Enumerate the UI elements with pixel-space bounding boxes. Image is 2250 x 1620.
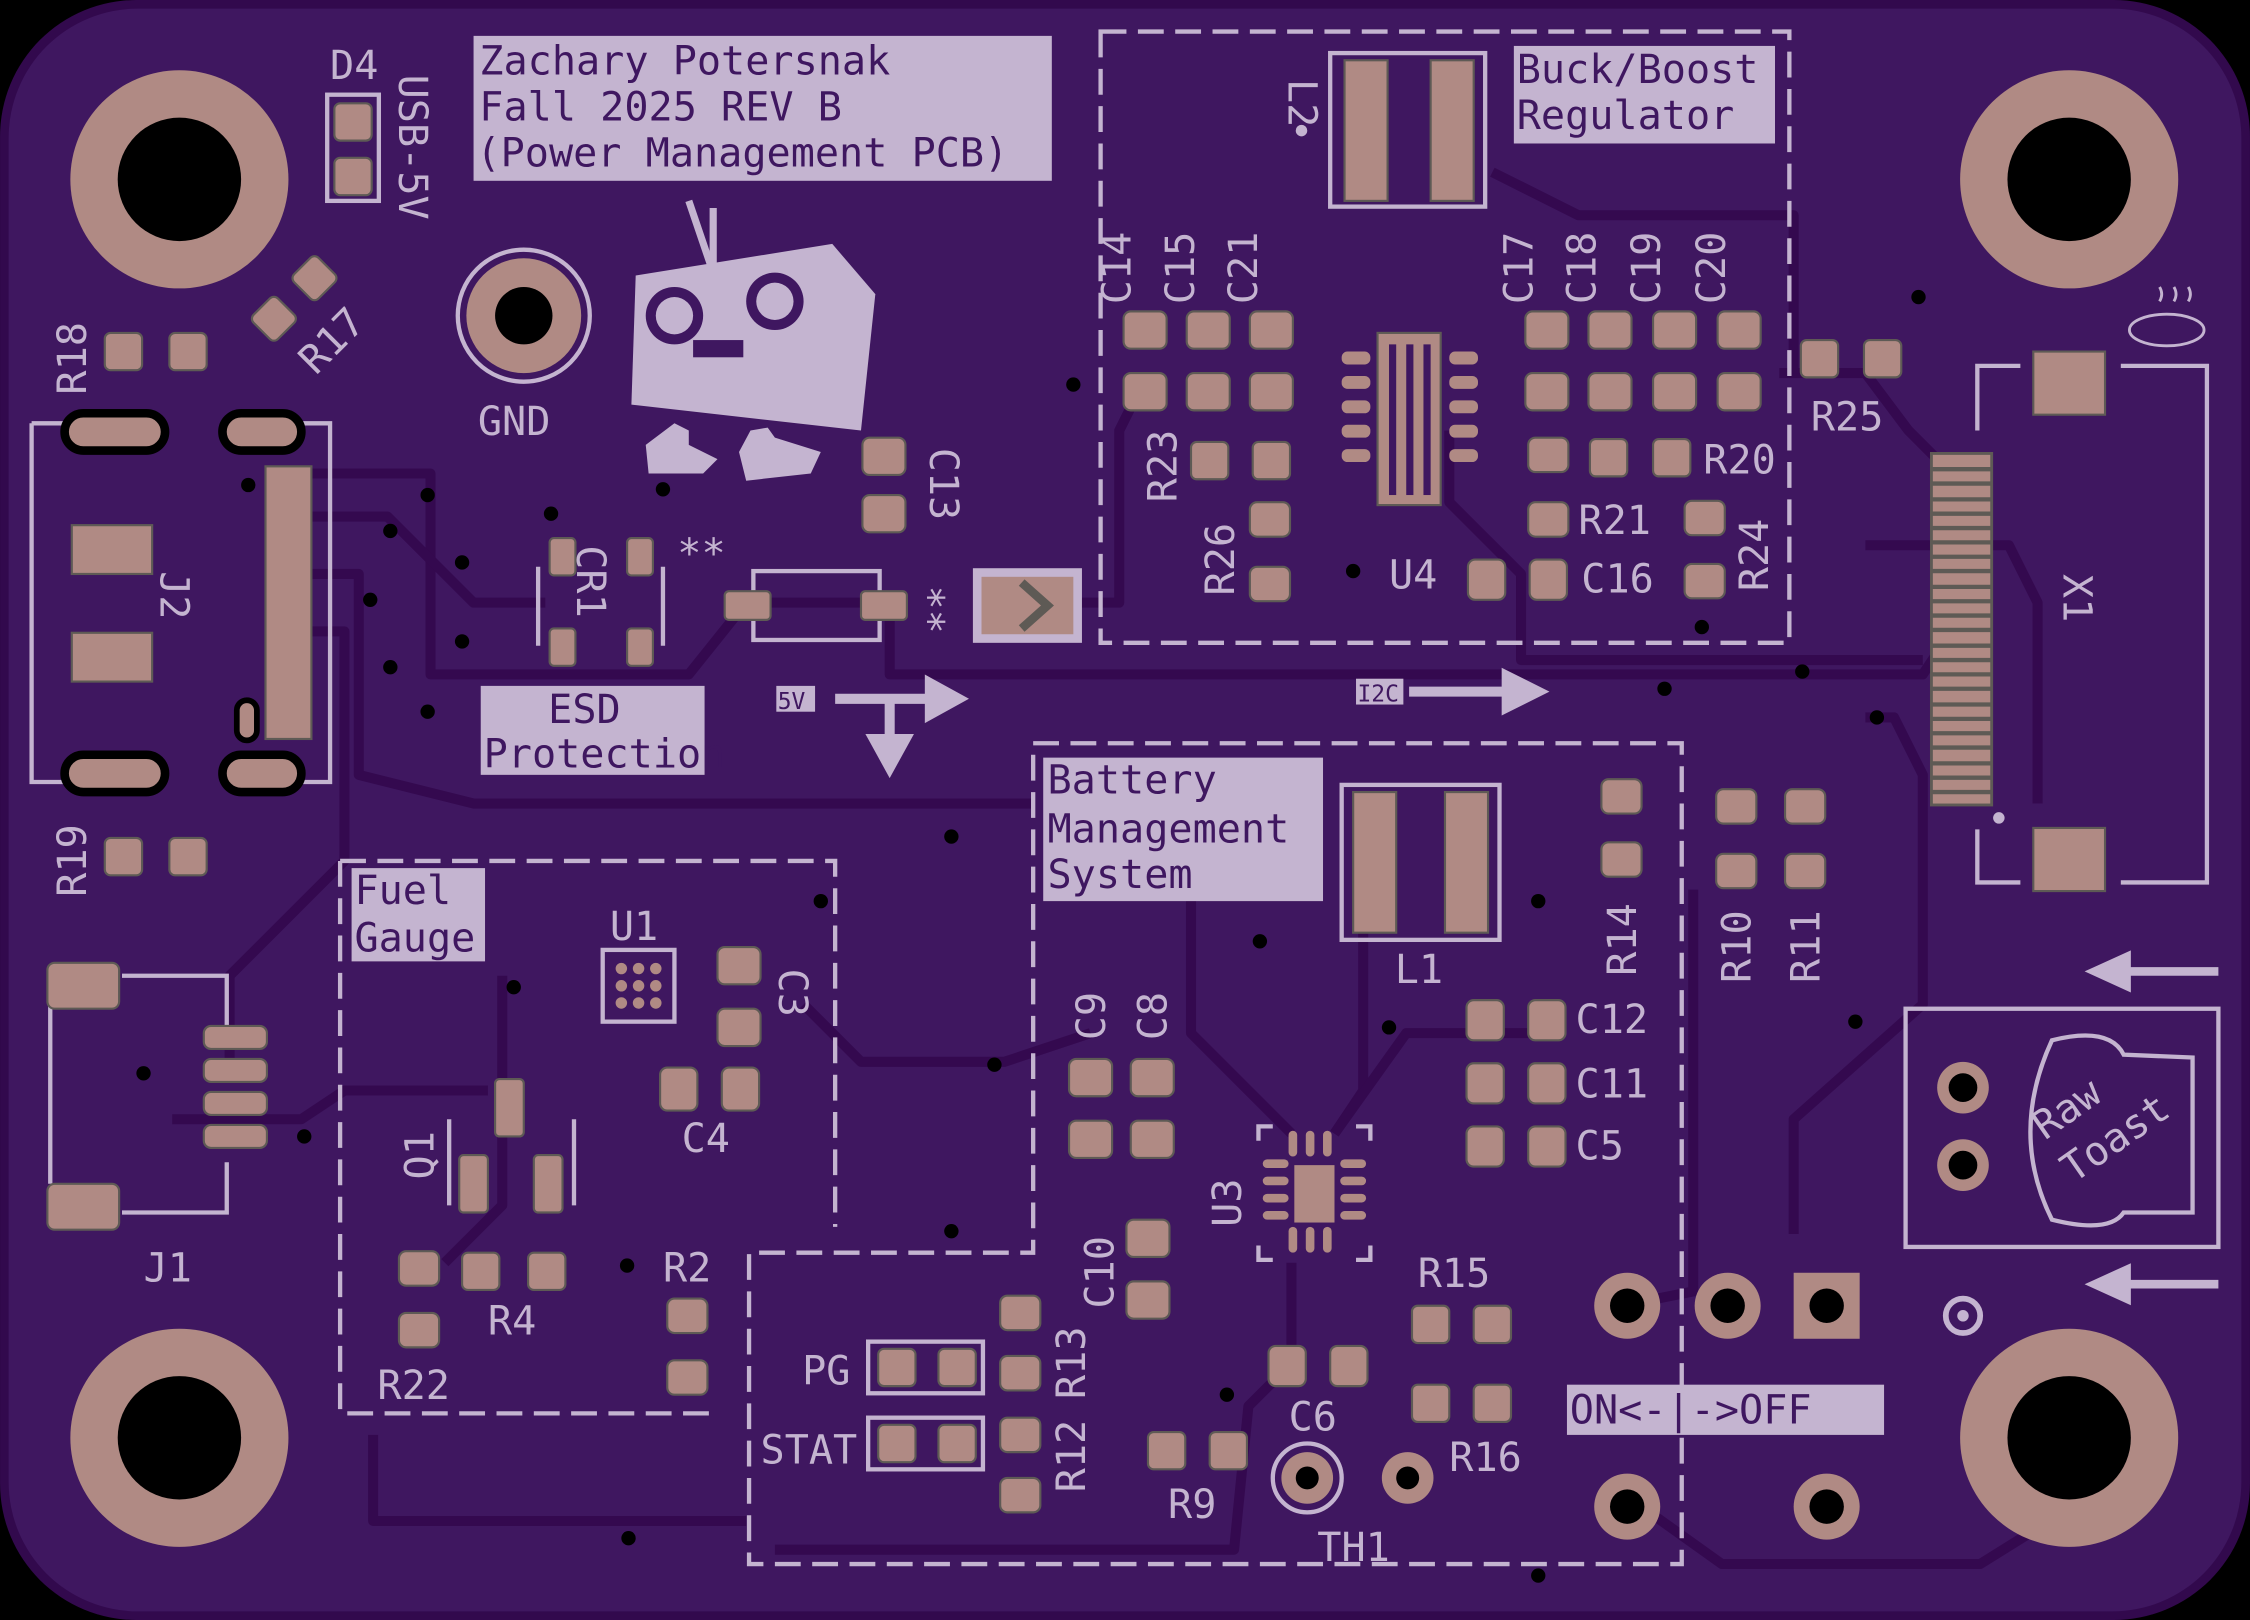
label-c12: C12 [1576, 997, 1649, 1043]
label-c18: C18 [1560, 232, 1606, 305]
label-c21: C21 [1221, 232, 1267, 305]
label-th1: TH1 [1317, 1525, 1390, 1571]
battery-connector-j1 [46, 961, 269, 1231]
label-u3: U3 [1205, 1178, 1251, 1226]
buck-boost-label: Buck/Boost Regulator [1513, 45, 1776, 144]
label-d4: D4 [330, 43, 378, 89]
label-u4: U4 [1389, 552, 1437, 598]
label-u1: U1 [610, 904, 658, 950]
label-5v: 5V [778, 689, 806, 715]
svg-text:Regulator: Regulator [1517, 93, 1735, 139]
label-star-2: ** [906, 585, 952, 633]
label-gnd: GND [478, 399, 551, 445]
label-r15: R15 [1418, 1251, 1491, 1297]
label-r10: R10 [1715, 910, 1761, 983]
label-x1: X1 [2053, 574, 2099, 622]
robot-boombox-logo [631, 199, 876, 481]
ic-u3 [1256, 1124, 1373, 1262]
label-r13: R13 [1049, 1326, 1095, 1399]
usb-c-connector-j2 [29, 408, 333, 797]
svg-text:Gauge: Gauge [354, 915, 475, 961]
svg-text:Management: Management [1048, 806, 1290, 852]
label-i2c: I2C [1357, 682, 1398, 708]
label-c16: C16 [1581, 557, 1654, 603]
arrow-icon [1409, 667, 1550, 716]
toast-icon [2127, 286, 2206, 348]
label-c4: C4 [682, 1116, 730, 1162]
esd-protection-label: ESD Protection [480, 685, 726, 778]
label-c13: C13 [920, 448, 966, 521]
svg-text:Protection: Protection [484, 732, 726, 778]
mounting-hole-icon [70, 70, 2179, 1547]
gnd-testpoint [455, 247, 592, 384]
title-revision: Fall 2025 REV B [479, 85, 842, 131]
label-c10: C10 [1078, 1236, 1124, 1309]
label-c11: C11 [1576, 1062, 1649, 1108]
label-r4: R4 [488, 1298, 536, 1344]
label-c17: C17 [1497, 232, 1543, 305]
power-switch: ON<-|->OFF [1566, 1272, 1885, 1540]
arrow-icon [835, 674, 969, 779]
label-r12: R12 [1049, 1420, 1095, 1493]
title-block: Zachary Potersnak Fall 2025 REV B (Power… [473, 35, 1052, 181]
label-r11: R11 [1783, 910, 1829, 983]
label-r19: R19 [50, 824, 96, 897]
label-c8: C8 [1131, 992, 1177, 1040]
label-j1: J1 [144, 1245, 192, 1291]
title-author: Zachary Potersnak [479, 39, 890, 85]
vias [136, 289, 1926, 1583]
label-r20: R20 [1703, 438, 1776, 484]
label-r25: R25 [1811, 394, 1884, 440]
label-c14: C14 [1095, 232, 1141, 305]
label-r2: R2 [663, 1245, 711, 1291]
label-r23: R23 [1141, 430, 1187, 503]
label-star-1: ** [677, 531, 725, 577]
label-r9: R9 [1168, 1482, 1216, 1528]
label-c3: C3 [769, 969, 815, 1017]
label-c15: C15 [1158, 232, 1204, 305]
label-on-off: ON<-|->OFF [1570, 1387, 1812, 1433]
fuel-gauge-label: Fuel Gauge [351, 868, 486, 962]
label-l1: L1 [1395, 947, 1443, 993]
capacitor-pads [1122, 310, 1762, 412]
label-c19: C19 [1624, 232, 1670, 305]
label-r18: R18 [50, 322, 96, 395]
label-r16: R16 [1449, 1435, 1522, 1481]
bms-label: Battery Management System [1043, 757, 1324, 902]
connector-x1 [1929, 350, 2210, 893]
svg-text:Fuel: Fuel [354, 868, 451, 914]
label-r26: R26 [1198, 523, 1244, 596]
title-project: (Power Management PCB) [476, 130, 1008, 176]
svg-text:System: System [1048, 852, 1193, 898]
label-q1: Q1 [397, 1131, 443, 1179]
svg-text:ESD: ESD [548, 687, 621, 733]
svg-text:Buck/Boost: Buck/Boost [1517, 47, 1759, 93]
arrow-icon [2084, 950, 2219, 1306]
label-usb-5v: USB-5V [389, 75, 435, 220]
label-c5: C5 [1576, 1123, 1624, 1169]
label-c20: C20 [1689, 232, 1735, 305]
label-r14: R14 [1600, 903, 1646, 976]
label-cr1: CR1 [567, 545, 613, 618]
label-c9: C9 [1069, 992, 1115, 1040]
label-stat: STAT [761, 1428, 858, 1474]
label-r24: R24 [1732, 519, 1778, 592]
svg-text:Battery: Battery [1048, 757, 1217, 803]
label-r21: R21 [1578, 498, 1651, 544]
label-j2: J2 [151, 571, 197, 619]
label-pg: PG [802, 1349, 850, 1395]
label-r22: R22 [377, 1363, 450, 1409]
label-l2: L2 [1279, 79, 1325, 127]
label-c6: C6 [1289, 1395, 1337, 1441]
